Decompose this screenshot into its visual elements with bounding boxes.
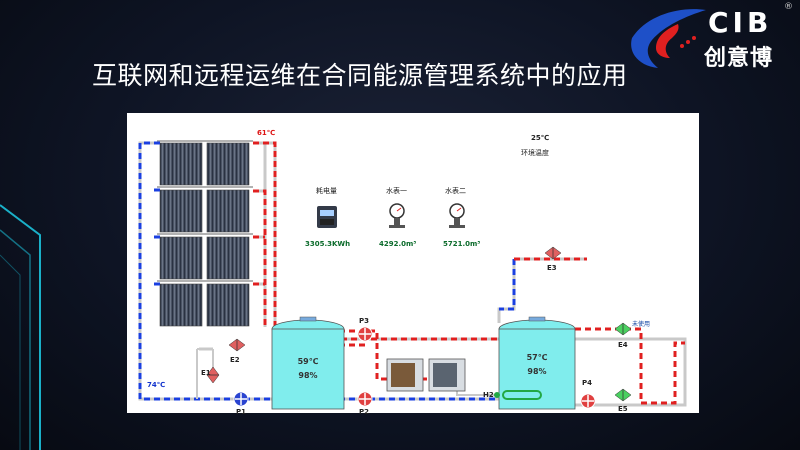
pump-p2-icon[interactable] bbox=[357, 391, 373, 407]
valve-e2-label: E2 bbox=[230, 356, 240, 364]
tank-2-temp: 57℃ bbox=[526, 353, 548, 362]
collector-inlet-temp: 74℃ bbox=[147, 381, 166, 389]
solar-collector-array bbox=[157, 140, 253, 327]
logo-chinese: 创意博 bbox=[704, 46, 774, 71]
tank-2-level: 98% bbox=[527, 367, 547, 376]
valve-e3-icon[interactable] bbox=[544, 246, 562, 260]
valve-e4-label: E4 bbox=[618, 341, 628, 349]
storage-tank-2 bbox=[498, 316, 576, 410]
company-logo: CIB 创意博 ® bbox=[618, 2, 800, 74]
logo-registered-mark: ® bbox=[784, 2, 793, 12]
collector-outlet-temp: 61℃ bbox=[257, 129, 276, 137]
valve-e2-icon[interactable] bbox=[228, 338, 246, 352]
pump-p4-icon[interactable] bbox=[580, 393, 596, 409]
water-meter-1-icon bbox=[389, 203, 405, 228]
energy-system-diagram: 61℃ 74℃ 25℃ 环境温度 耗电量 3305.3KWh 水表一 4292.… bbox=[127, 113, 699, 416]
heat-pump-units bbox=[386, 358, 466, 392]
pump-p1-label: P1 bbox=[236, 408, 247, 416]
valve-e1-label: E1 bbox=[201, 369, 211, 377]
logo-latin: CIB bbox=[708, 6, 773, 39]
slide-title: 互联网和远程运维在合同能源管理系统中的应用 bbox=[92, 61, 628, 90]
heating-coil-h2 bbox=[494, 390, 542, 400]
valve-e1-icon[interactable] bbox=[206, 366, 220, 384]
pump-p4-label: P4 bbox=[582, 379, 593, 387]
ambient-temp-label: 环境温度 bbox=[521, 149, 549, 157]
water-meter-1-label: 水表一 bbox=[386, 187, 407, 195]
ambient-temp-value: 25℃ bbox=[531, 134, 550, 142]
electric-meter-label: 耗电量 bbox=[316, 187, 337, 195]
tank-1-level: 98% bbox=[298, 371, 318, 380]
electric-meter-icon bbox=[317, 206, 337, 228]
diagram-canvas bbox=[138, 140, 687, 410]
pump-p3-label: P3 bbox=[359, 317, 370, 325]
heater-h2-label: H2 bbox=[483, 391, 494, 399]
valve-e5-label: E5 bbox=[618, 405, 628, 413]
tank-1-temp: 59℃ bbox=[297, 357, 319, 366]
pump-p2-label: P2 bbox=[359, 408, 370, 416]
pump-p1-icon[interactable] bbox=[233, 391, 249, 407]
logo-swoosh-icon bbox=[631, 9, 706, 68]
valve-e5-icon[interactable] bbox=[614, 388, 632, 402]
water-meter-2-icon bbox=[449, 203, 465, 228]
unused-label: 未使用 bbox=[632, 321, 651, 328]
water-meter-2-value: 5721.0m³ bbox=[443, 240, 481, 248]
electric-meter-value: 3305.3KWh bbox=[305, 240, 351, 248]
storage-tank-1 bbox=[271, 316, 345, 410]
water-meter-2-label: 水表二 bbox=[445, 187, 466, 195]
pump-p3-icon[interactable] bbox=[357, 326, 373, 342]
water-meter-1-value: 4292.0m³ bbox=[379, 240, 417, 248]
valve-e4-icon[interactable] bbox=[614, 322, 632, 336]
valve-e3-label: E3 bbox=[547, 264, 557, 272]
